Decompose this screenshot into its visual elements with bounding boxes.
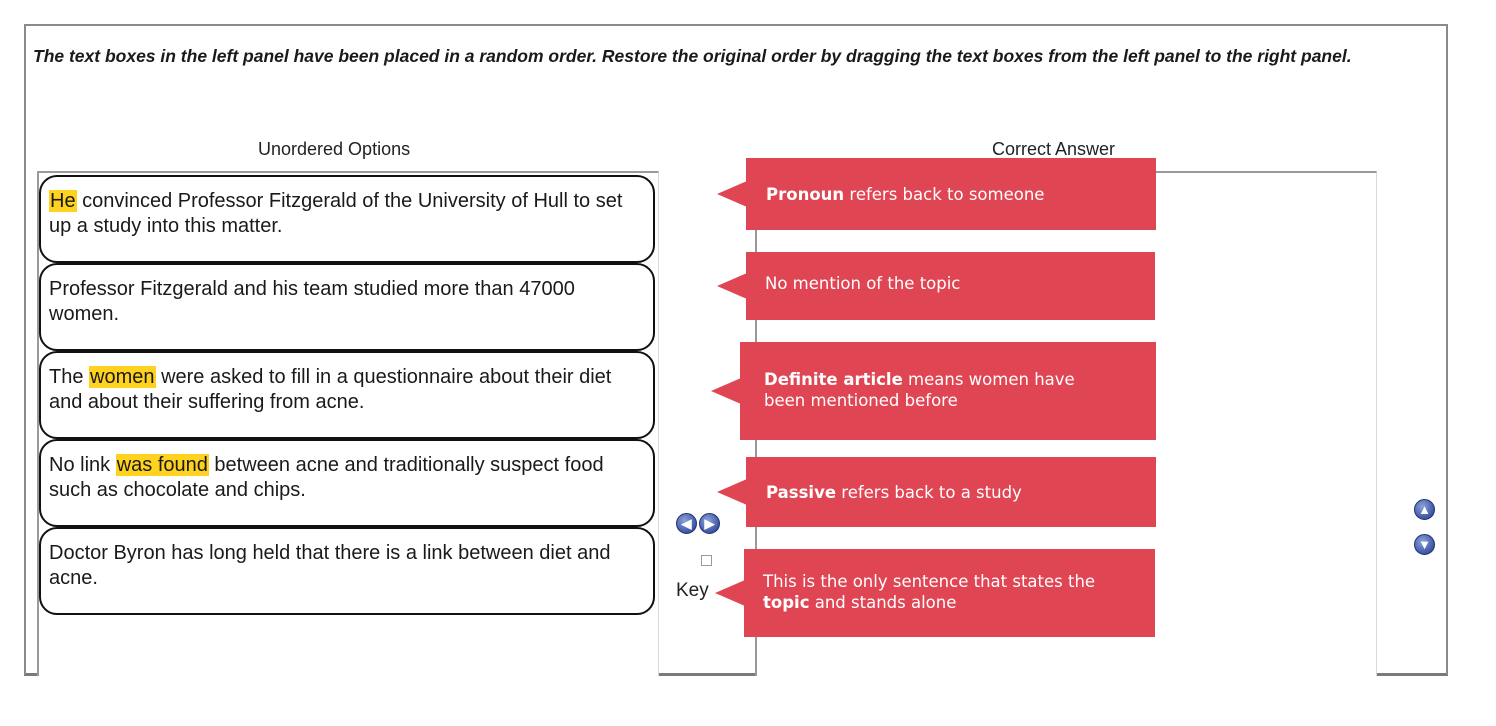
callout-text: and stands alone (809, 593, 957, 612)
highlight-definite-article: women (89, 366, 156, 388)
callout-text-pre: This is the only sentence that states th… (763, 572, 1096, 591)
callout-text: No mention of the topic (765, 274, 961, 293)
option-box-4[interactable]: No link was found between acne and tradi… (39, 439, 655, 527)
callout-bold: Pronoun (766, 185, 845, 204)
callout-bold: topic (763, 593, 810, 612)
highlight-pronoun: He (49, 190, 77, 212)
callout-text: refers back to someone (844, 185, 1045, 204)
callout-bold: Passive (766, 483, 837, 502)
option-text-post: between acne and traditionally suspect f… (49, 454, 604, 501)
option-text-pre: No link (49, 454, 116, 476)
arrow-up-icon[interactable]: ▲ (1414, 499, 1435, 520)
option-text: Doctor Byron has long held that there is… (49, 542, 611, 589)
correct-answer-header: Correct Answer (992, 139, 1116, 159)
option-text: Professor Fitzgerald and his team studie… (49, 278, 575, 325)
option-box-1[interactable]: He convinced Professor Fitzgerald of the… (39, 175, 655, 263)
option-text-pre: The (49, 366, 90, 388)
callout-no-topic: No mention of the topic (717, 252, 1155, 320)
option-text-post: convinced Professor Fitzgerald of the Un… (49, 190, 623, 237)
callout-passive: Passive refers back to a study (717, 457, 1156, 527)
arrow-left-icon[interactable]: ◀ (676, 513, 697, 534)
option-box-2[interactable]: Professor Fitzgerald and his team studie… (39, 263, 655, 351)
option-text-post: were asked to fill in a questionnaire ab… (49, 366, 612, 413)
callout-topic-sentence: This is the only sentence that states th… (715, 549, 1155, 637)
option-box-3[interactable]: The women were asked to fill in a questi… (39, 351, 655, 439)
unordered-options-header: Unordered Options (258, 139, 411, 159)
arrow-right-icon[interactable]: ▶ (699, 513, 720, 534)
option-box-5[interactable]: Doctor Byron has long held that there is… (39, 527, 655, 615)
key-label: Key (676, 580, 709, 601)
callout-bold: Definite article (764, 370, 903, 389)
key-checkbox[interactable] (701, 555, 712, 566)
callout-text: means women have been mentioned before (764, 370, 1075, 410)
instruction-text: The text boxes in the left panel have be… (33, 46, 1352, 66)
callout-pronoun: Pronoun refers back to someone (717, 158, 1156, 230)
arrow-down-icon[interactable]: ▼ (1414, 534, 1435, 555)
highlight-passive: was found (115, 454, 209, 476)
callout-text: refers back to a study (836, 483, 1022, 502)
callout-definite-article: Definite article means women have been m… (711, 342, 1156, 440)
